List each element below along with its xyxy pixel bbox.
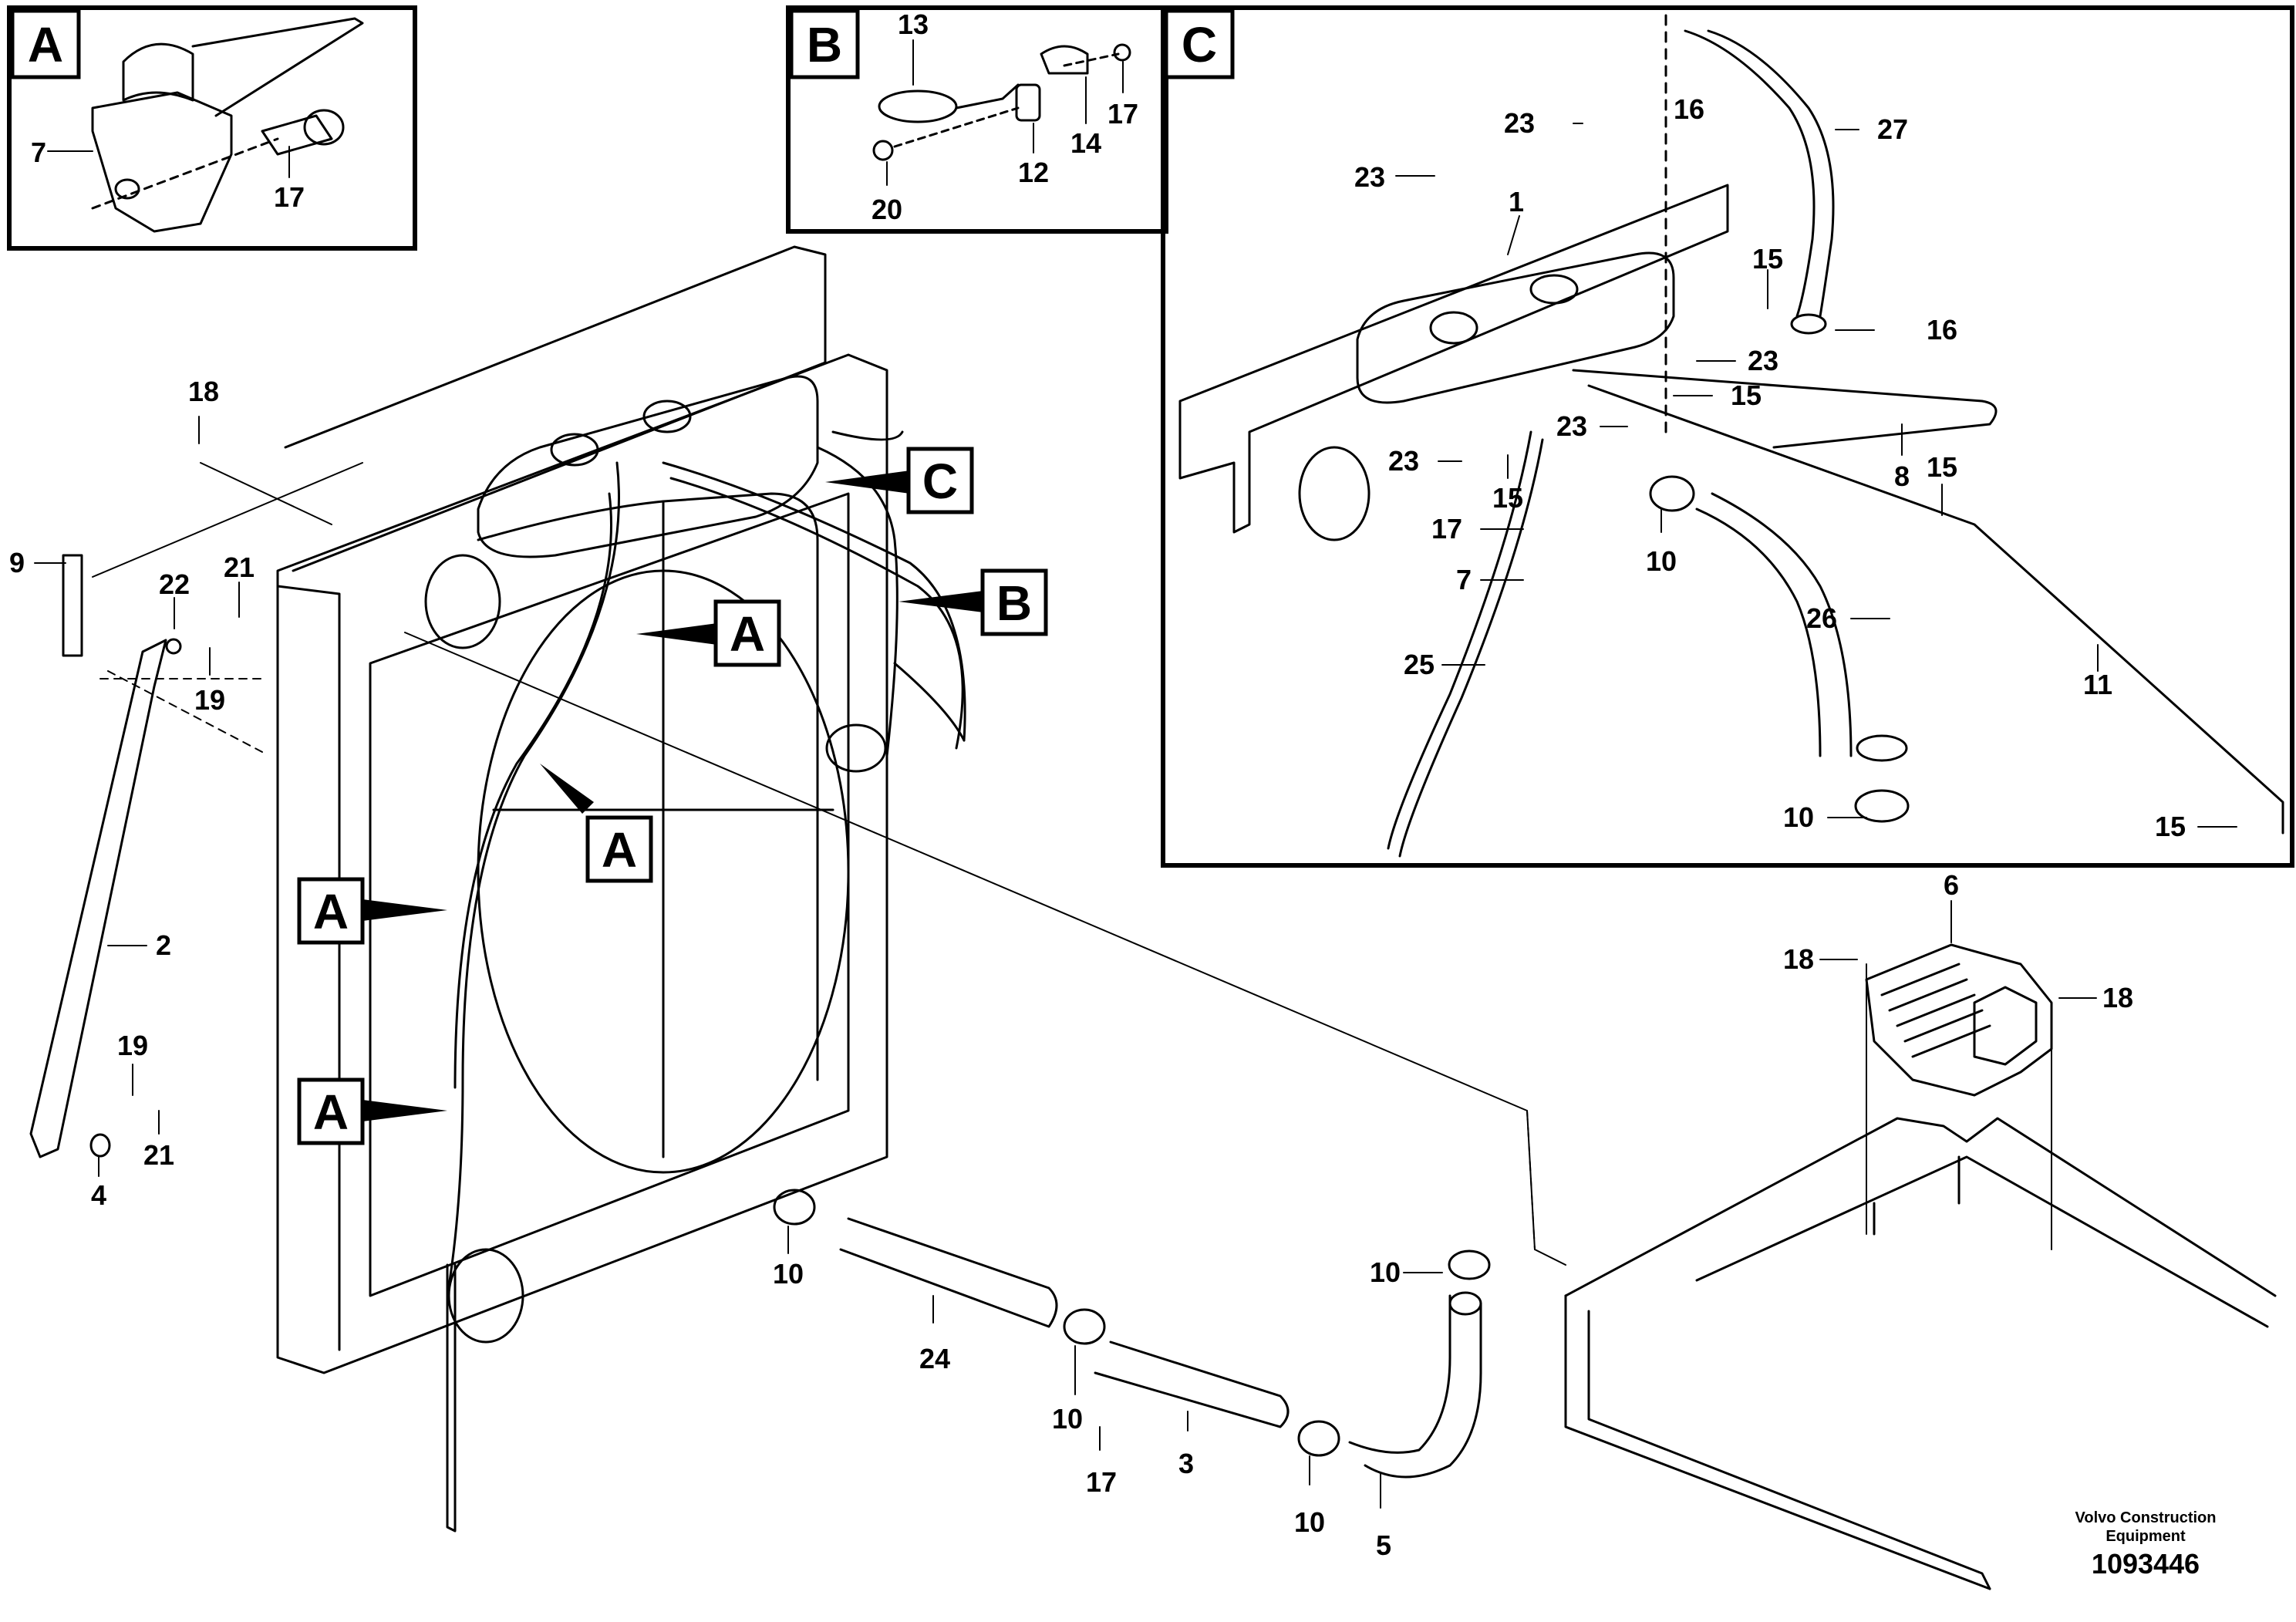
label: 16 bbox=[1927, 314, 1957, 346]
label: 6 bbox=[1944, 869, 1959, 901]
callout-pointer bbox=[362, 899, 447, 921]
callout-tag-c bbox=[906, 447, 974, 514]
label: 10 bbox=[1646, 545, 1677, 577]
expansion-tank-detail-drawing bbox=[1178, 14, 2284, 858]
label: 15 bbox=[1927, 451, 1957, 483]
detail-b-tag bbox=[789, 8, 860, 79]
callout-pointer bbox=[362, 1100, 447, 1121]
label: 5 bbox=[1376, 1529, 1391, 1561]
label: 25 bbox=[1404, 649, 1435, 680]
label: 10 bbox=[1294, 1506, 1325, 1538]
detail-a-letter: A bbox=[28, 17, 63, 73]
callout-tag-a bbox=[297, 877, 365, 945]
radiator-assembly-drawing bbox=[276, 245, 966, 1533]
detail-b-frame bbox=[786, 5, 1168, 234]
label: 10 bbox=[773, 1258, 804, 1290]
lower-hoses-drawing bbox=[773, 1189, 1491, 1479]
label: 18 bbox=[188, 376, 219, 407]
detail-c-tag bbox=[1164, 8, 1235, 79]
callout-pointer bbox=[825, 470, 910, 494]
label: 20 bbox=[872, 194, 902, 225]
label: 2 bbox=[156, 929, 171, 961]
label: 18 bbox=[2102, 982, 2133, 1013]
label: 22 bbox=[159, 568, 190, 600]
detail-c: C 16 27 23 23 1 bbox=[1161, 5, 2294, 868]
stay-bar-drawing bbox=[29, 554, 182, 1158]
label: 15 bbox=[1492, 482, 1523, 514]
label: 18 bbox=[1783, 943, 1814, 975]
label: 15 bbox=[1731, 379, 1762, 411]
label: 16 bbox=[1674, 93, 1704, 125]
detail-c-frame bbox=[1161, 5, 2294, 868]
label: 1 bbox=[1509, 186, 1524, 218]
label: 10 bbox=[1370, 1256, 1401, 1288]
credit-block: Volvo Construction Equipment 1093446 bbox=[2075, 1509, 2217, 1580]
callout-tag-a bbox=[297, 1077, 365, 1145]
label: 27 bbox=[1877, 113, 1908, 145]
label: 23 bbox=[1354, 161, 1385, 193]
detail-c-letter: C bbox=[1182, 17, 1217, 73]
callout-letter: B bbox=[996, 575, 1032, 631]
label: 4 bbox=[91, 1179, 106, 1211]
label: 3 bbox=[1178, 1448, 1194, 1479]
callout-pointer bbox=[540, 764, 594, 814]
label: 7 bbox=[1456, 564, 1472, 595]
label: 23 bbox=[1556, 410, 1587, 442]
label: 26 bbox=[1806, 602, 1837, 634]
label: 19 bbox=[117, 1030, 148, 1061]
label: 9 bbox=[9, 547, 25, 578]
detail-a-frame bbox=[7, 5, 417, 251]
callout-tag-a bbox=[585, 815, 653, 883]
label: 10 bbox=[1783, 801, 1814, 833]
detail-a: A 7 17 bbox=[7, 5, 417, 251]
label: 23 bbox=[1748, 345, 1778, 376]
bracket-clip-drawing bbox=[91, 17, 364, 233]
label: 14 bbox=[1070, 127, 1101, 159]
label: 15 bbox=[1752, 243, 1783, 275]
label: 13 bbox=[898, 8, 929, 40]
hose-clamp-drawing bbox=[872, 43, 1131, 161]
label: 17 bbox=[1086, 1466, 1117, 1498]
label: 17 bbox=[274, 181, 305, 213]
callout-pointer bbox=[636, 623, 717, 645]
label: 8 bbox=[1894, 460, 1910, 492]
figure-number: 1093446 bbox=[2092, 1548, 2200, 1580]
label: 11 bbox=[2083, 669, 2112, 700]
grille-cover-drawing bbox=[1865, 943, 2053, 1097]
label: 21 bbox=[143, 1139, 174, 1171]
callout-letter: A bbox=[602, 822, 637, 878]
label: 23 bbox=[1504, 107, 1535, 139]
detail-b-letter: B bbox=[807, 17, 842, 73]
callout-pointer bbox=[899, 591, 983, 612]
label: 10 bbox=[1052, 1403, 1083, 1435]
label: 21 bbox=[224, 551, 255, 583]
callout-letter: A bbox=[313, 884, 349, 939]
callout-letter: C bbox=[922, 454, 958, 509]
credit-company-line1: Volvo Construction bbox=[2075, 1509, 2217, 1526]
label: 19 bbox=[194, 684, 225, 716]
label: 17 bbox=[1108, 98, 1138, 130]
callout-tag-b bbox=[980, 568, 1048, 636]
callout-letter: A bbox=[730, 606, 765, 662]
callout-tag-a bbox=[713, 599, 781, 667]
label: 23 bbox=[1388, 445, 1419, 477]
detail-b: B 13 14 17 12 20 bbox=[786, 5, 1168, 234]
label: 12 bbox=[1018, 157, 1049, 188]
part-labels: 18 9 22 21 19 2 19 21 4 10 24 10 17 3 10… bbox=[9, 376, 2133, 1561]
leader-lines bbox=[92, 462, 2052, 1266]
detail-a-tag bbox=[10, 8, 81, 79]
label: 17 bbox=[1431, 513, 1462, 545]
callout-tags: A A A A B C bbox=[297, 447, 1048, 1145]
credit-company-line2: Equipment bbox=[2106, 1528, 2186, 1545]
chassis-frame-drawing bbox=[1564, 1117, 2277, 1590]
callout-letter: A bbox=[313, 1084, 349, 1140]
label: 7 bbox=[31, 137, 46, 168]
label: 24 bbox=[919, 1343, 950, 1374]
label: 15 bbox=[2155, 811, 2186, 842]
